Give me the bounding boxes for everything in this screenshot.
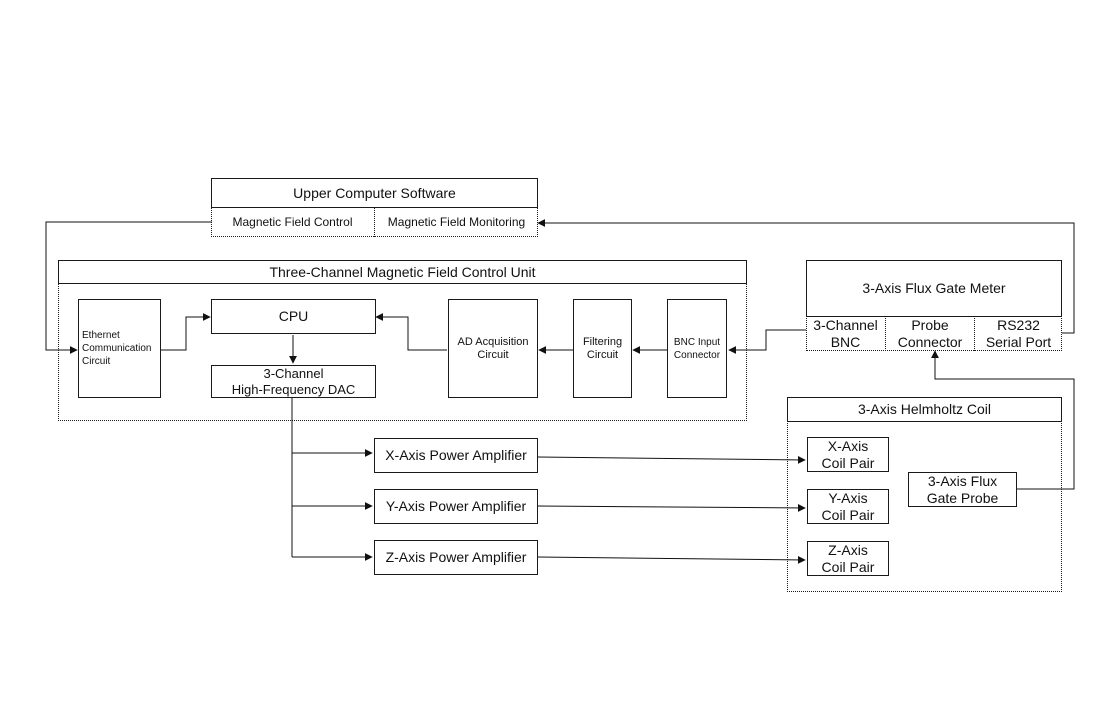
flux-gate-meter-ports bbox=[806, 316, 1062, 351]
flux-gate-meter-title: 3-Axis Flux Gate Meter bbox=[862, 280, 1006, 296]
helmholtz-coil-group bbox=[787, 421, 1062, 592]
three-channel-bnc-port: 3-Channel BNC bbox=[806, 316, 886, 351]
z-amp-label: Z-Axis Power Amplifier bbox=[385, 549, 527, 565]
magnetic-field-monitoring-label: Magnetic Field Monitoring bbox=[387, 214, 526, 229]
arrow-probe-to-connector bbox=[931, 350, 1075, 490]
arrow-y-amp-to-coil bbox=[537, 503, 806, 512]
y-axis-coil-pair: Y-Axis Coil Pair bbox=[807, 489, 889, 524]
rs232-serial-port: RS232 Serial Port bbox=[985, 316, 1052, 350]
flux-gate-meter-box: 3-Axis Flux Gate Meter bbox=[806, 260, 1062, 317]
flux-gate-probe: 3-Axis Flux Gate Probe bbox=[908, 472, 1017, 507]
bnc-input-connector: BNC Input Connector bbox=[667, 299, 727, 398]
arrow-rs232-to-monitoring bbox=[537, 219, 1075, 334]
z-axis-power-amplifier: Z-Axis Power Amplifier bbox=[374, 540, 538, 575]
arrow-software-to-ethernet bbox=[45, 221, 212, 354]
cpu-box: CPU bbox=[211, 299, 376, 334]
x-axis-power-amplifier: X-Axis Power Amplifier bbox=[374, 438, 538, 473]
ethernet-communication-circuit: Ethernet Communication Circuit bbox=[78, 299, 161, 398]
magnetic-field-control-label: Magnetic Field Control bbox=[211, 207, 375, 237]
high-frequency-dac-box: 3-Channel High-Frequency DAC bbox=[211, 365, 376, 398]
arrow-z-amp-to-coil bbox=[537, 555, 806, 564]
arrow-ad-to-cpu bbox=[375, 313, 447, 351]
control-unit-title: Three-Channel Magnetic Field Control Uni… bbox=[269, 263, 536, 280]
filtering-circuit: Filtering Circuit bbox=[573, 299, 632, 398]
control-unit-group bbox=[58, 283, 747, 421]
arrow-meter-bnc-to-bnc-input bbox=[728, 329, 806, 354]
y-axis-power-amplifier: Y-Axis Power Amplifier bbox=[374, 489, 538, 524]
x-amp-label: X-Axis Power Amplifier bbox=[385, 447, 527, 463]
x-axis-coil-pair: X-Axis Coil Pair bbox=[807, 437, 889, 472]
ad-acquisition-circuit: AD Acquisition Circuit bbox=[448, 299, 538, 398]
arrow-ethernet-to-cpu bbox=[161, 313, 211, 351]
z-axis-coil-pair: Z-Axis Coil Pair bbox=[807, 541, 889, 576]
y-amp-label: Y-Axis Power Amplifier bbox=[385, 498, 527, 514]
probe-connector-port: Probe Connector bbox=[886, 316, 975, 351]
helmholtz-coil-title: 3-Axis Helmholtz Coil bbox=[857, 401, 992, 417]
arrow-x-amp-to-coil bbox=[537, 455, 806, 464]
control-unit-title-box: Three-Channel Magnetic Field Control Uni… bbox=[58, 260, 747, 284]
software-title: Upper Computer Software bbox=[293, 184, 456, 201]
cpu-label: CPU bbox=[278, 308, 309, 324]
upper-computer-software-box: Upper Computer Software bbox=[211, 178, 538, 208]
helmholtz-coil-title-box: 3-Axis Helmholtz Coil bbox=[787, 397, 1062, 422]
